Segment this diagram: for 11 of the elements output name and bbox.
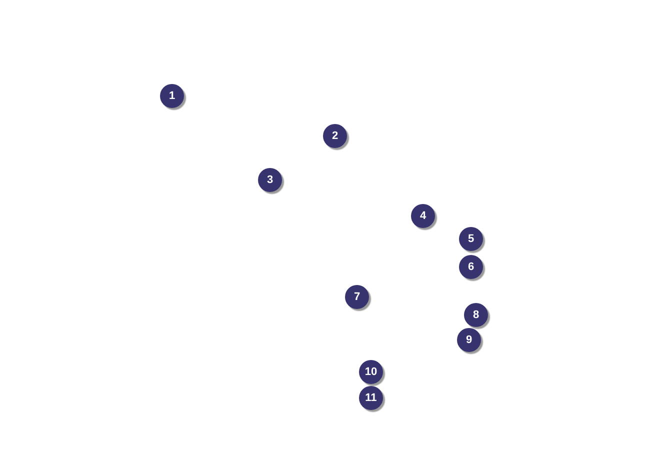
callout-number: 5 xyxy=(459,227,483,251)
callout-number: 4 xyxy=(411,204,435,228)
callout-number: 8 xyxy=(464,303,488,327)
callout-number: 3 xyxy=(258,168,282,192)
callout-number: 2 xyxy=(323,124,347,148)
callout-number: 11 xyxy=(359,386,383,410)
callout-number: 10 xyxy=(359,360,383,384)
callout-number: 7 xyxy=(345,285,369,309)
callout-number: 1 xyxy=(160,84,184,108)
callout-number: 6 xyxy=(459,255,483,279)
callout-number: 9 xyxy=(457,328,481,352)
